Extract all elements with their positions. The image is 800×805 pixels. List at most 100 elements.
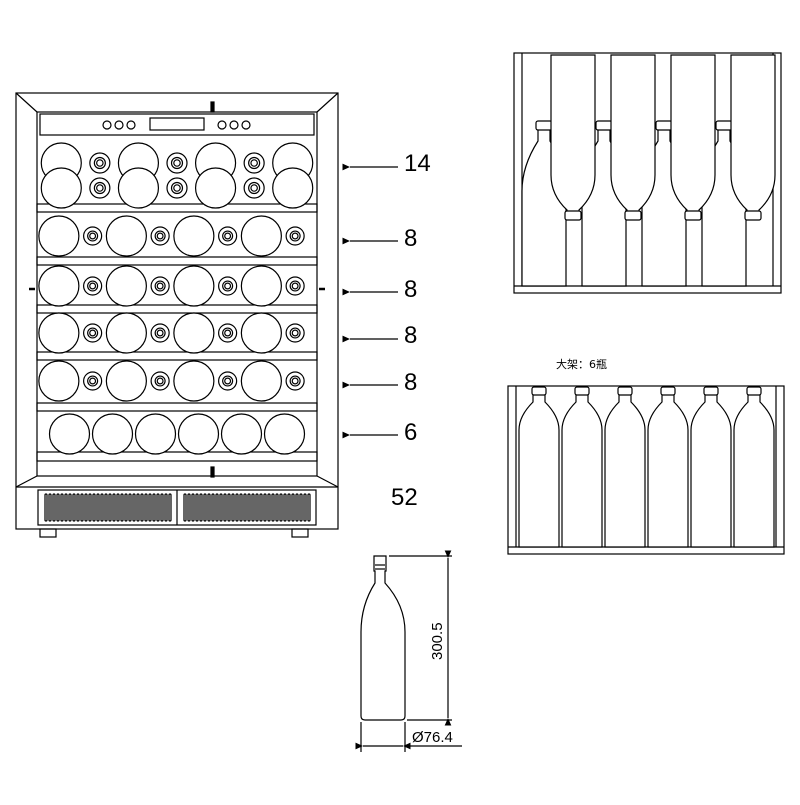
bottle-base [105,360,147,402]
vent-slot [283,493,287,522]
vent-slot [136,493,140,522]
bottle-diameter-label: Ø76.4 [412,729,453,746]
vent-slot [263,493,267,522]
bottle-height-label: 300.5 [429,622,446,660]
vent-slot [191,493,195,522]
vent-slot [148,493,152,522]
bottle-neck-end [150,226,170,246]
bottle-outline [360,555,406,721]
vent-slot [96,493,100,522]
vent-slot [195,493,199,522]
bottle-base [173,265,215,307]
bottle-cap [574,386,590,396]
bottle-neck-end [218,323,238,343]
large-shelf-frame [507,385,785,555]
bottle-neck-end [218,276,238,296]
bottle-cap [684,210,702,221]
bottom-lock [210,466,215,478]
control-button-icon [229,120,239,130]
bottle-neck-end [150,371,170,391]
vent-slot [275,493,279,522]
vent-slot [303,493,307,522]
vent-slot [92,493,96,522]
bottle-base [91,413,134,455]
cabinet-outer-frame [15,92,339,530]
bottle-neck-end [83,323,103,343]
large-shelf-bottles [518,386,775,548]
control-display [149,117,205,131]
top-lock [210,101,215,113]
bottle-neck-end [285,371,305,391]
foot-left [39,528,57,538]
vent-slot [211,493,215,522]
control-button-icon [217,120,227,130]
vent-slot [44,493,48,522]
bottle-neck-end [218,371,238,391]
vent-slot [251,493,255,522]
bottle-dimension-drawing: 300.5 Ø76.4 [355,550,462,752]
bottle-base [38,312,80,354]
control-panel [39,113,315,136]
bottle-neck-end [243,177,265,199]
shelf-bottles [38,142,314,455]
vent-slot [215,493,219,522]
vent-slot [187,493,191,522]
vent-slot [128,493,132,522]
vent-slot [104,493,108,522]
vent-slot [295,493,299,522]
vent-slot [227,493,231,522]
vent-slot [223,493,227,522]
shelf-rail [36,203,318,213]
vent-slot [247,493,251,522]
bottle-base [240,360,282,402]
vent-slot [84,493,88,522]
shelf-count-label: 8 [404,225,417,252]
control-button-icon [102,120,112,130]
shelf-bottle [518,391,560,548]
bottle-neck-end [83,276,103,296]
bottle-cap [703,386,719,396]
vent-slot [259,493,263,522]
bottle-base [38,265,80,307]
bottle-cap [595,120,613,131]
shelf-count-label: 6 [404,419,417,446]
grille-right-vents [183,493,311,522]
bottle-neck-end [150,323,170,343]
shelf-rail [36,451,318,462]
large-shelf-caption: 大架：6瓶 [556,357,607,371]
control-panel-strip [39,113,315,136]
shelf-rail [36,351,318,361]
shelf-bottle [561,391,603,548]
bottle-base [48,413,91,455]
vent-slot [56,493,60,522]
shelf-count-label: 8 [404,276,417,303]
vent-slot [239,493,243,522]
vent-slot [307,493,311,522]
vent-slot [291,493,295,522]
bottle-cap [564,210,582,221]
vent-slot [132,493,136,522]
bottle-neck-end [218,226,238,246]
vent-slot [152,493,156,522]
bottle-base [38,360,80,402]
vent-slot [279,493,283,522]
bottle-neck-end [89,152,111,174]
vent-slot [76,493,80,522]
bottle-cap [655,120,673,131]
bottle-base [272,167,314,209]
shelf-bottle [647,391,689,548]
vent-slot [140,493,144,522]
hanging-bottle [670,54,716,216]
shelf-count-label: 8 [404,369,417,396]
shelf-rail [36,304,318,314]
bottle-cap [535,120,553,131]
shelf-count-label: 8 [404,322,417,349]
cabinet-front-view [15,92,339,538]
vent-slot [160,493,164,522]
large-shelf-view: 大架：6瓶 [507,357,785,555]
bottle-base [177,413,220,455]
shelf-bottle [733,391,775,548]
bottle-cap [746,386,762,396]
